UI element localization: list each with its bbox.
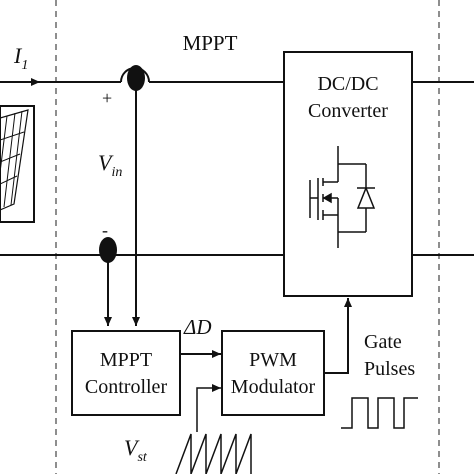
minus-sign: - [102, 220, 108, 240]
gate-signal-arrow [324, 298, 352, 374]
controller-label-line1: MPPT [100, 349, 152, 371]
mosfet-icon [309, 146, 366, 248]
plus-sign: + [102, 88, 112, 108]
sawtooth-input-arrow [196, 384, 221, 432]
sawtooth-waveform-icon [175, 433, 252, 474]
modulator-label-line2: Modulator [231, 376, 316, 398]
mppt-title: MPPT [183, 31, 238, 55]
converter-label-line1: DC/DC [317, 73, 378, 95]
sawtooth-label-vst: Vst [124, 435, 148, 465]
voltage-sense-node-negative [99, 237, 117, 263]
diode-icon [356, 164, 376, 232]
delta-d-label: ΔD [183, 315, 212, 339]
current-label-i1: I1 [13, 43, 28, 73]
pwm-modulator-block [221, 330, 325, 416]
gate-pulse-waveform-icon [341, 397, 418, 429]
gate-label-line1: Gate [364, 331, 402, 353]
voltage-sense-node-positive [127, 65, 145, 91]
converter-label-line2: Converter [308, 100, 388, 122]
gate-label-line2: Pulses [364, 358, 415, 380]
dcdc-converter-block [283, 51, 413, 297]
modulator-label-line1: PWM [249, 349, 297, 371]
controller-label-line2: Controller [85, 376, 168, 398]
solar-panel-icon [0, 105, 35, 223]
mppt-controller-block [71, 330, 181, 416]
voltage-label-vin: Vin [98, 150, 122, 180]
